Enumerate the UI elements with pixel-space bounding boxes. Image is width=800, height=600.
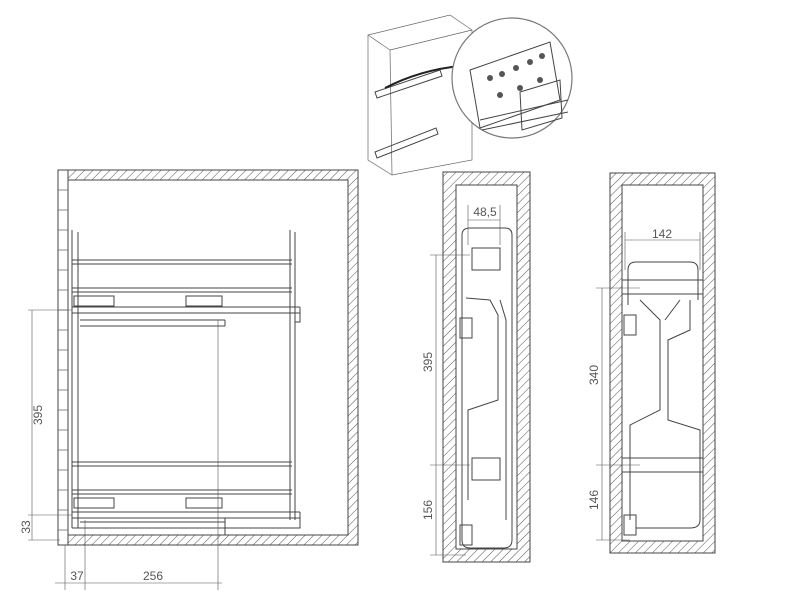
wide-width-dimension: 142 [652, 227, 672, 241]
front-dimension-lines [28, 309, 222, 590]
detail-magnifier-circle [451, 17, 573, 139]
narrow-height-dimension: 395 [421, 352, 435, 372]
mounting-detail-inset [367, 14, 573, 176]
front-depth-dimension: 256 [143, 569, 163, 583]
front-bottom-offset-dimension: 33 [19, 520, 33, 534]
wide-height-dimension: 340 [587, 365, 601, 385]
side-view-narrow: 48,5 395 156 [421, 171, 531, 563]
front-view: 395 33 37 256 [19, 169, 359, 590]
narrow-width-dimension: 48,5 [473, 205, 497, 219]
pullout-basket-frame [71, 230, 301, 535]
front-height-dimension: 395 [31, 405, 45, 425]
side-view-wide: 142 340 146 [587, 172, 716, 554]
narrow-bottom-dimension: 156 [421, 500, 435, 520]
front-side-offset-dimension: 37 [70, 569, 84, 583]
wide-bottom-dimension: 146 [587, 490, 601, 510]
